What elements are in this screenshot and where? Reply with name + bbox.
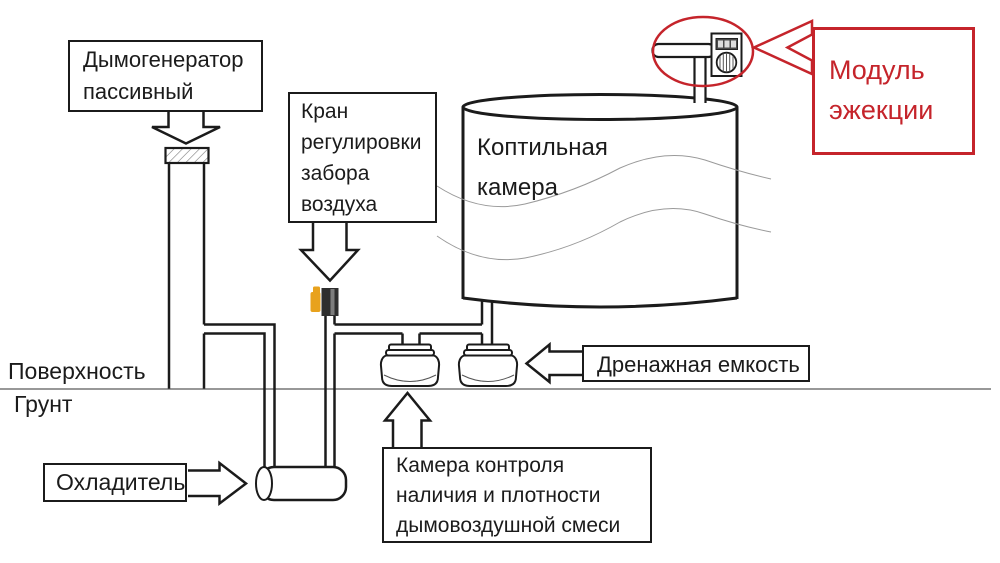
smoke-wave-lower bbox=[436, 208, 772, 261]
drain-tank-label: Дренажная емкость bbox=[582, 345, 810, 382]
elbow-outer bbox=[204, 323, 276, 468]
cooler-shape bbox=[255, 465, 348, 502]
air-valve-icon bbox=[310, 286, 339, 316]
horizontal-pipe bbox=[334, 323, 482, 345]
chamber-bottom bbox=[462, 296, 738, 309]
smoke-generator-arrow bbox=[151, 108, 221, 145]
riser-pipe bbox=[324, 316, 336, 468]
smoke-generator-pipe bbox=[164, 146, 210, 389]
elbow-inner bbox=[204, 332, 266, 468]
ejection-module-arrow bbox=[750, 19, 814, 76]
smoking-chamber-shape bbox=[461, 93, 739, 309]
drain-jar-right bbox=[457, 343, 519, 387]
drain-jar-left bbox=[379, 343, 441, 387]
smoke-generator-label: Дымогенератор пассивный bbox=[68, 40, 263, 112]
chimney-hatched-cap-icon bbox=[164, 146, 210, 165]
jar-bottom-arc bbox=[461, 374, 515, 382]
jar-bottom-arc bbox=[383, 374, 437, 382]
smoke-waves bbox=[436, 155, 772, 261]
cooler-label: Охладитель bbox=[43, 463, 187, 502]
air-valve-label: Кран регулировки забора воздуха bbox=[288, 92, 437, 223]
display-segment bbox=[718, 40, 723, 48]
display-segment bbox=[724, 40, 730, 48]
jar-body bbox=[379, 354, 441, 387]
valve-handle-tip bbox=[313, 286, 320, 295]
surface-label: Поверхность bbox=[8, 358, 146, 384]
underground-pipe-left bbox=[204, 323, 276, 468]
cooler-arrow bbox=[188, 460, 249, 507]
valve-handle bbox=[310, 292, 321, 312]
smoke-wave-upper bbox=[436, 155, 772, 208]
air-valve-arrow bbox=[298, 220, 361, 283]
control-chamber-arrow bbox=[382, 391, 433, 448]
ground-label: Грунт bbox=[14, 391, 73, 417]
ejection-module-device bbox=[651, 32, 743, 103]
display-segment bbox=[731, 40, 736, 48]
ejection-module-label: Модуль эжекции bbox=[812, 27, 975, 155]
chamber-body bbox=[464, 107, 736, 300]
valve-body bbox=[321, 288, 339, 316]
control-chamber-label: Камера контроля наличия и плотности дымо… bbox=[382, 447, 652, 543]
chamber-outlet-pipe bbox=[480, 301, 494, 345]
jar-body bbox=[457, 354, 519, 387]
chamber-top-lid bbox=[461, 93, 739, 121]
ejection-pipe-fill bbox=[695, 55, 705, 103]
valve-body-highlight bbox=[330, 289, 335, 315]
drain-arrow bbox=[524, 341, 583, 385]
cooler-body bbox=[259, 465, 348, 502]
ejection-highlight-ellipse bbox=[651, 15, 755, 88]
smoking-chamber-label: Коптильная камера bbox=[477, 134, 608, 201]
ejection-tbar bbox=[651, 42, 716, 59]
cooler-end-cap bbox=[255, 466, 273, 501]
